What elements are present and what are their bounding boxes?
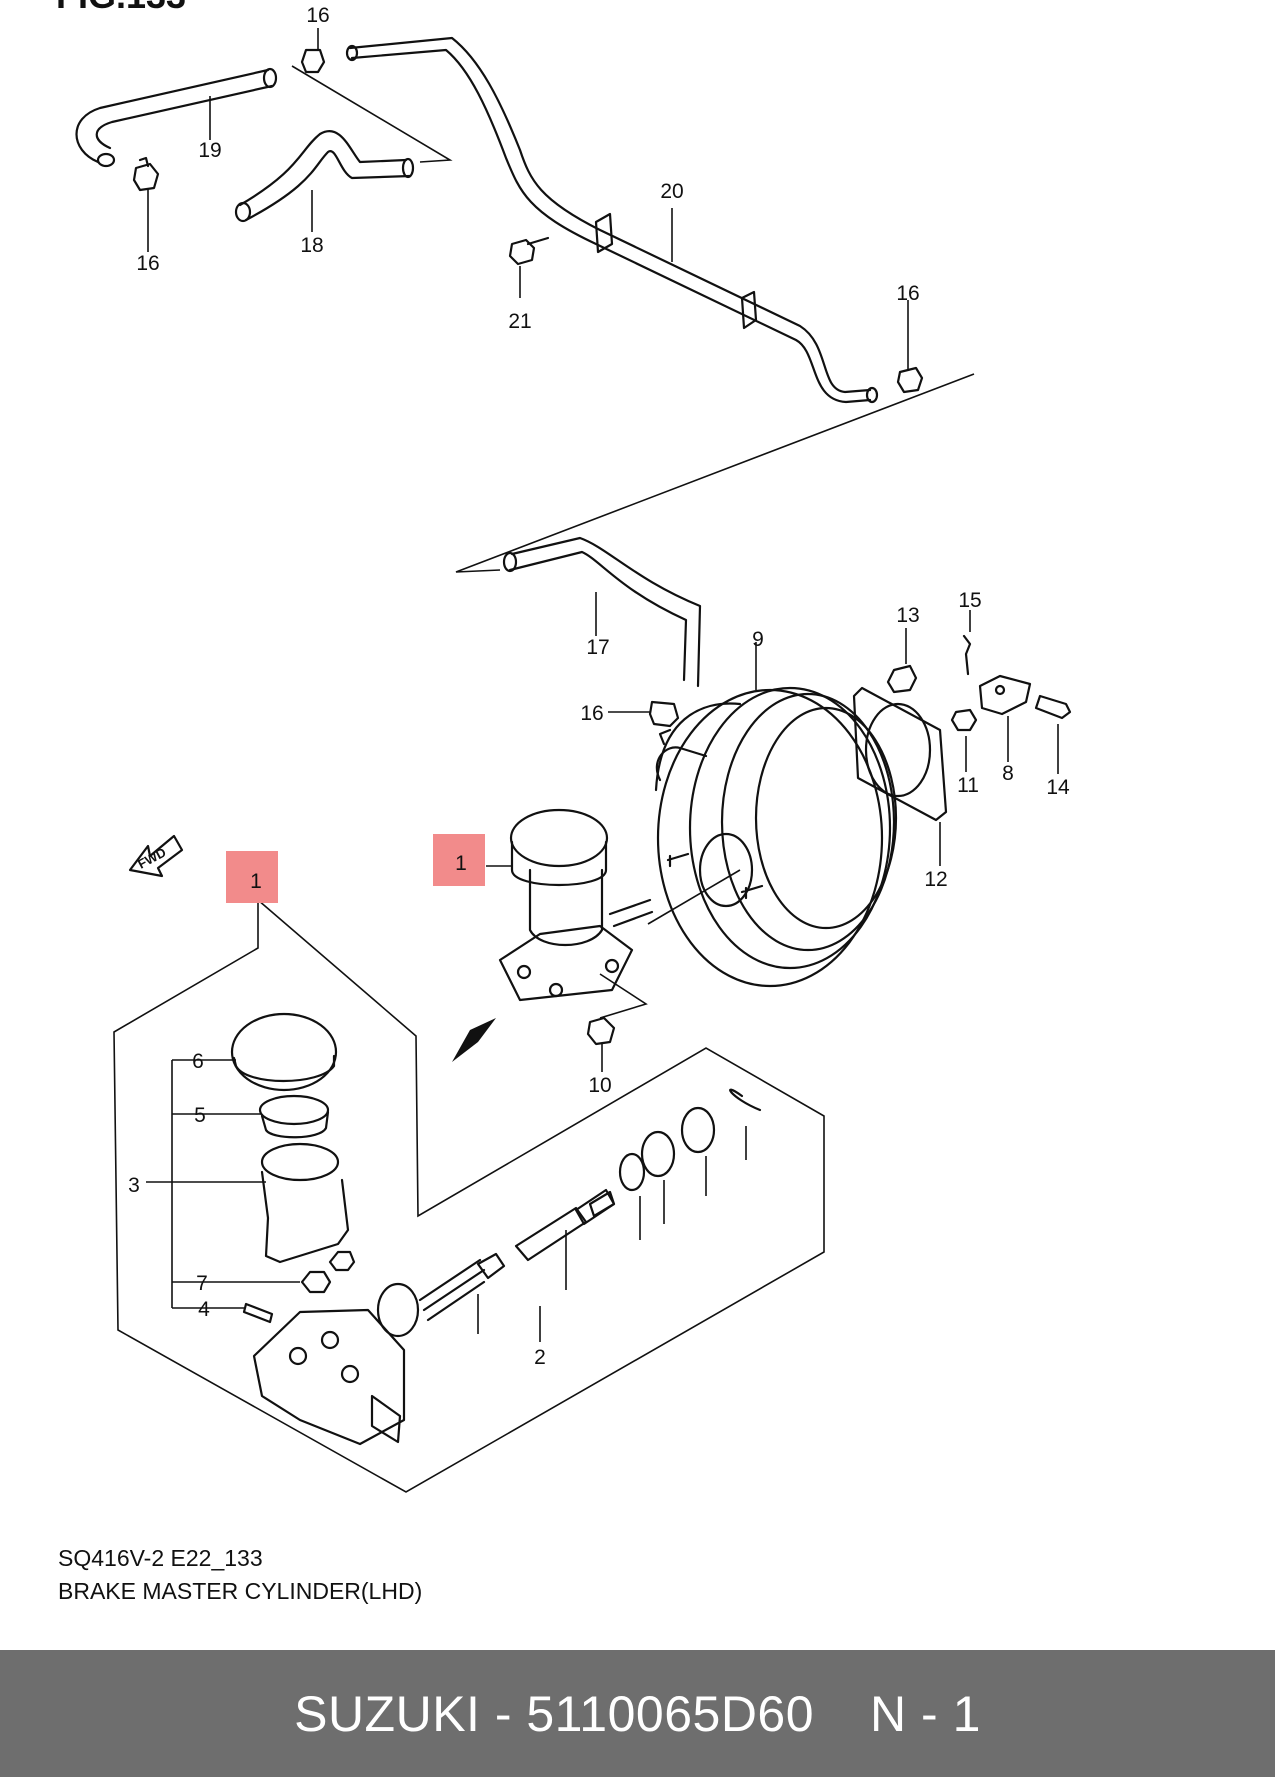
callout-7: 7 — [196, 1272, 208, 1295]
callout-12: 12 — [924, 868, 947, 891]
callout-13: 13 — [896, 604, 919, 627]
diagram-title: BRAKE MASTER CYLINDER(LHD) — [58, 1578, 423, 1604]
diagram-code: SQ416V-2 E22_133 — [58, 1545, 263, 1571]
hose-19 — [75, 67, 278, 168]
highlight-box-middle — [433, 834, 485, 886]
brake-booster-9 — [654, 642, 898, 988]
piston-assembly-2 — [418, 1088, 762, 1342]
parts-diagram: FIG.133 — [56, 0, 1072, 1493]
callout-21: 21 — [508, 310, 531, 333]
diagram-caption: SQ416V-2 E22_133 BRAKE MASTER CYLINDER(L… — [58, 1542, 422, 1608]
clevis-8 — [978, 674, 1032, 762]
group-bracket-top — [291, 65, 453, 163]
master-cylinder-assembly — [486, 808, 741, 1002]
callout-16b: 16 — [136, 252, 159, 275]
footer-bar: SUZUKI - 5110065D60 N - 1 — [0, 1650, 1275, 1777]
callout-18: 18 — [300, 234, 323, 257]
cap-6 — [230, 1012, 338, 1092]
highlight-box-left — [226, 851, 278, 903]
hose-17 — [502, 536, 702, 688]
pin-14 — [1034, 694, 1072, 774]
callout-9: 9 — [752, 628, 764, 651]
callout-2: 2 — [534, 1346, 546, 1369]
callout-1-highlight-middle: 1 — [433, 834, 485, 886]
pin-4 — [242, 1302, 274, 1324]
callout-1a: 1 — [250, 870, 262, 893]
pipe-20 — [345, 36, 879, 404]
nut-13 — [886, 628, 918, 694]
callout-19: 19 — [198, 139, 221, 162]
strainer-5 — [258, 1094, 330, 1139]
callout-16a: 16 — [306, 4, 329, 27]
clip-16-right — [896, 300, 924, 394]
callout-17: 17 — [586, 636, 609, 659]
callout-8: 8 — [1002, 762, 1014, 785]
callout-20: 20 — [660, 180, 683, 203]
clip-16-middle — [608, 700, 680, 728]
clip-16-left — [132, 156, 160, 252]
callout-5: 5 — [194, 1104, 206, 1127]
grommet-7 — [300, 1250, 356, 1294]
o-ring — [376, 1282, 420, 1338]
callout-6: 6 — [192, 1050, 204, 1073]
callout-10: 10 — [588, 1074, 611, 1097]
pin-15 — [962, 610, 972, 676]
bolt-21 — [508, 236, 550, 298]
brand-part-number: SUZUKI - 5110065D60 — [294, 1685, 815, 1742]
quantity-label: N - 1 — [870, 1685, 981, 1742]
gasket-12 — [852, 686, 948, 866]
callout-1b: 1 — [455, 852, 467, 875]
figure-label: FIG.133 — [56, 0, 186, 16]
group-bracket-left — [171, 1059, 300, 1309]
view-arrow — [452, 1018, 496, 1062]
callout-15: 15 — [958, 589, 981, 612]
hose-18 — [234, 130, 415, 232]
nut-10 — [586, 973, 648, 1072]
callout-1-highlight-left: 1 — [226, 851, 278, 903]
reservoir-3 — [146, 1142, 350, 1264]
nut-11 — [950, 708, 978, 772]
clip-16-top — [300, 28, 326, 74]
callout-16d: 16 — [580, 702, 603, 725]
cylinder-body — [252, 1308, 406, 1446]
fwd-arrow: FWD — [128, 834, 184, 878]
callout-4: 4 — [198, 1298, 210, 1321]
group-outline — [113, 898, 825, 1493]
callout-3: 3 — [128, 1174, 140, 1197]
callout-11: 11 — [957, 774, 979, 797]
callout-16c: 16 — [896, 282, 919, 305]
reference-line-diagonal — [455, 373, 975, 573]
callout-14: 14 — [1046, 776, 1070, 799]
fwd-label: FWD — [135, 844, 168, 871]
